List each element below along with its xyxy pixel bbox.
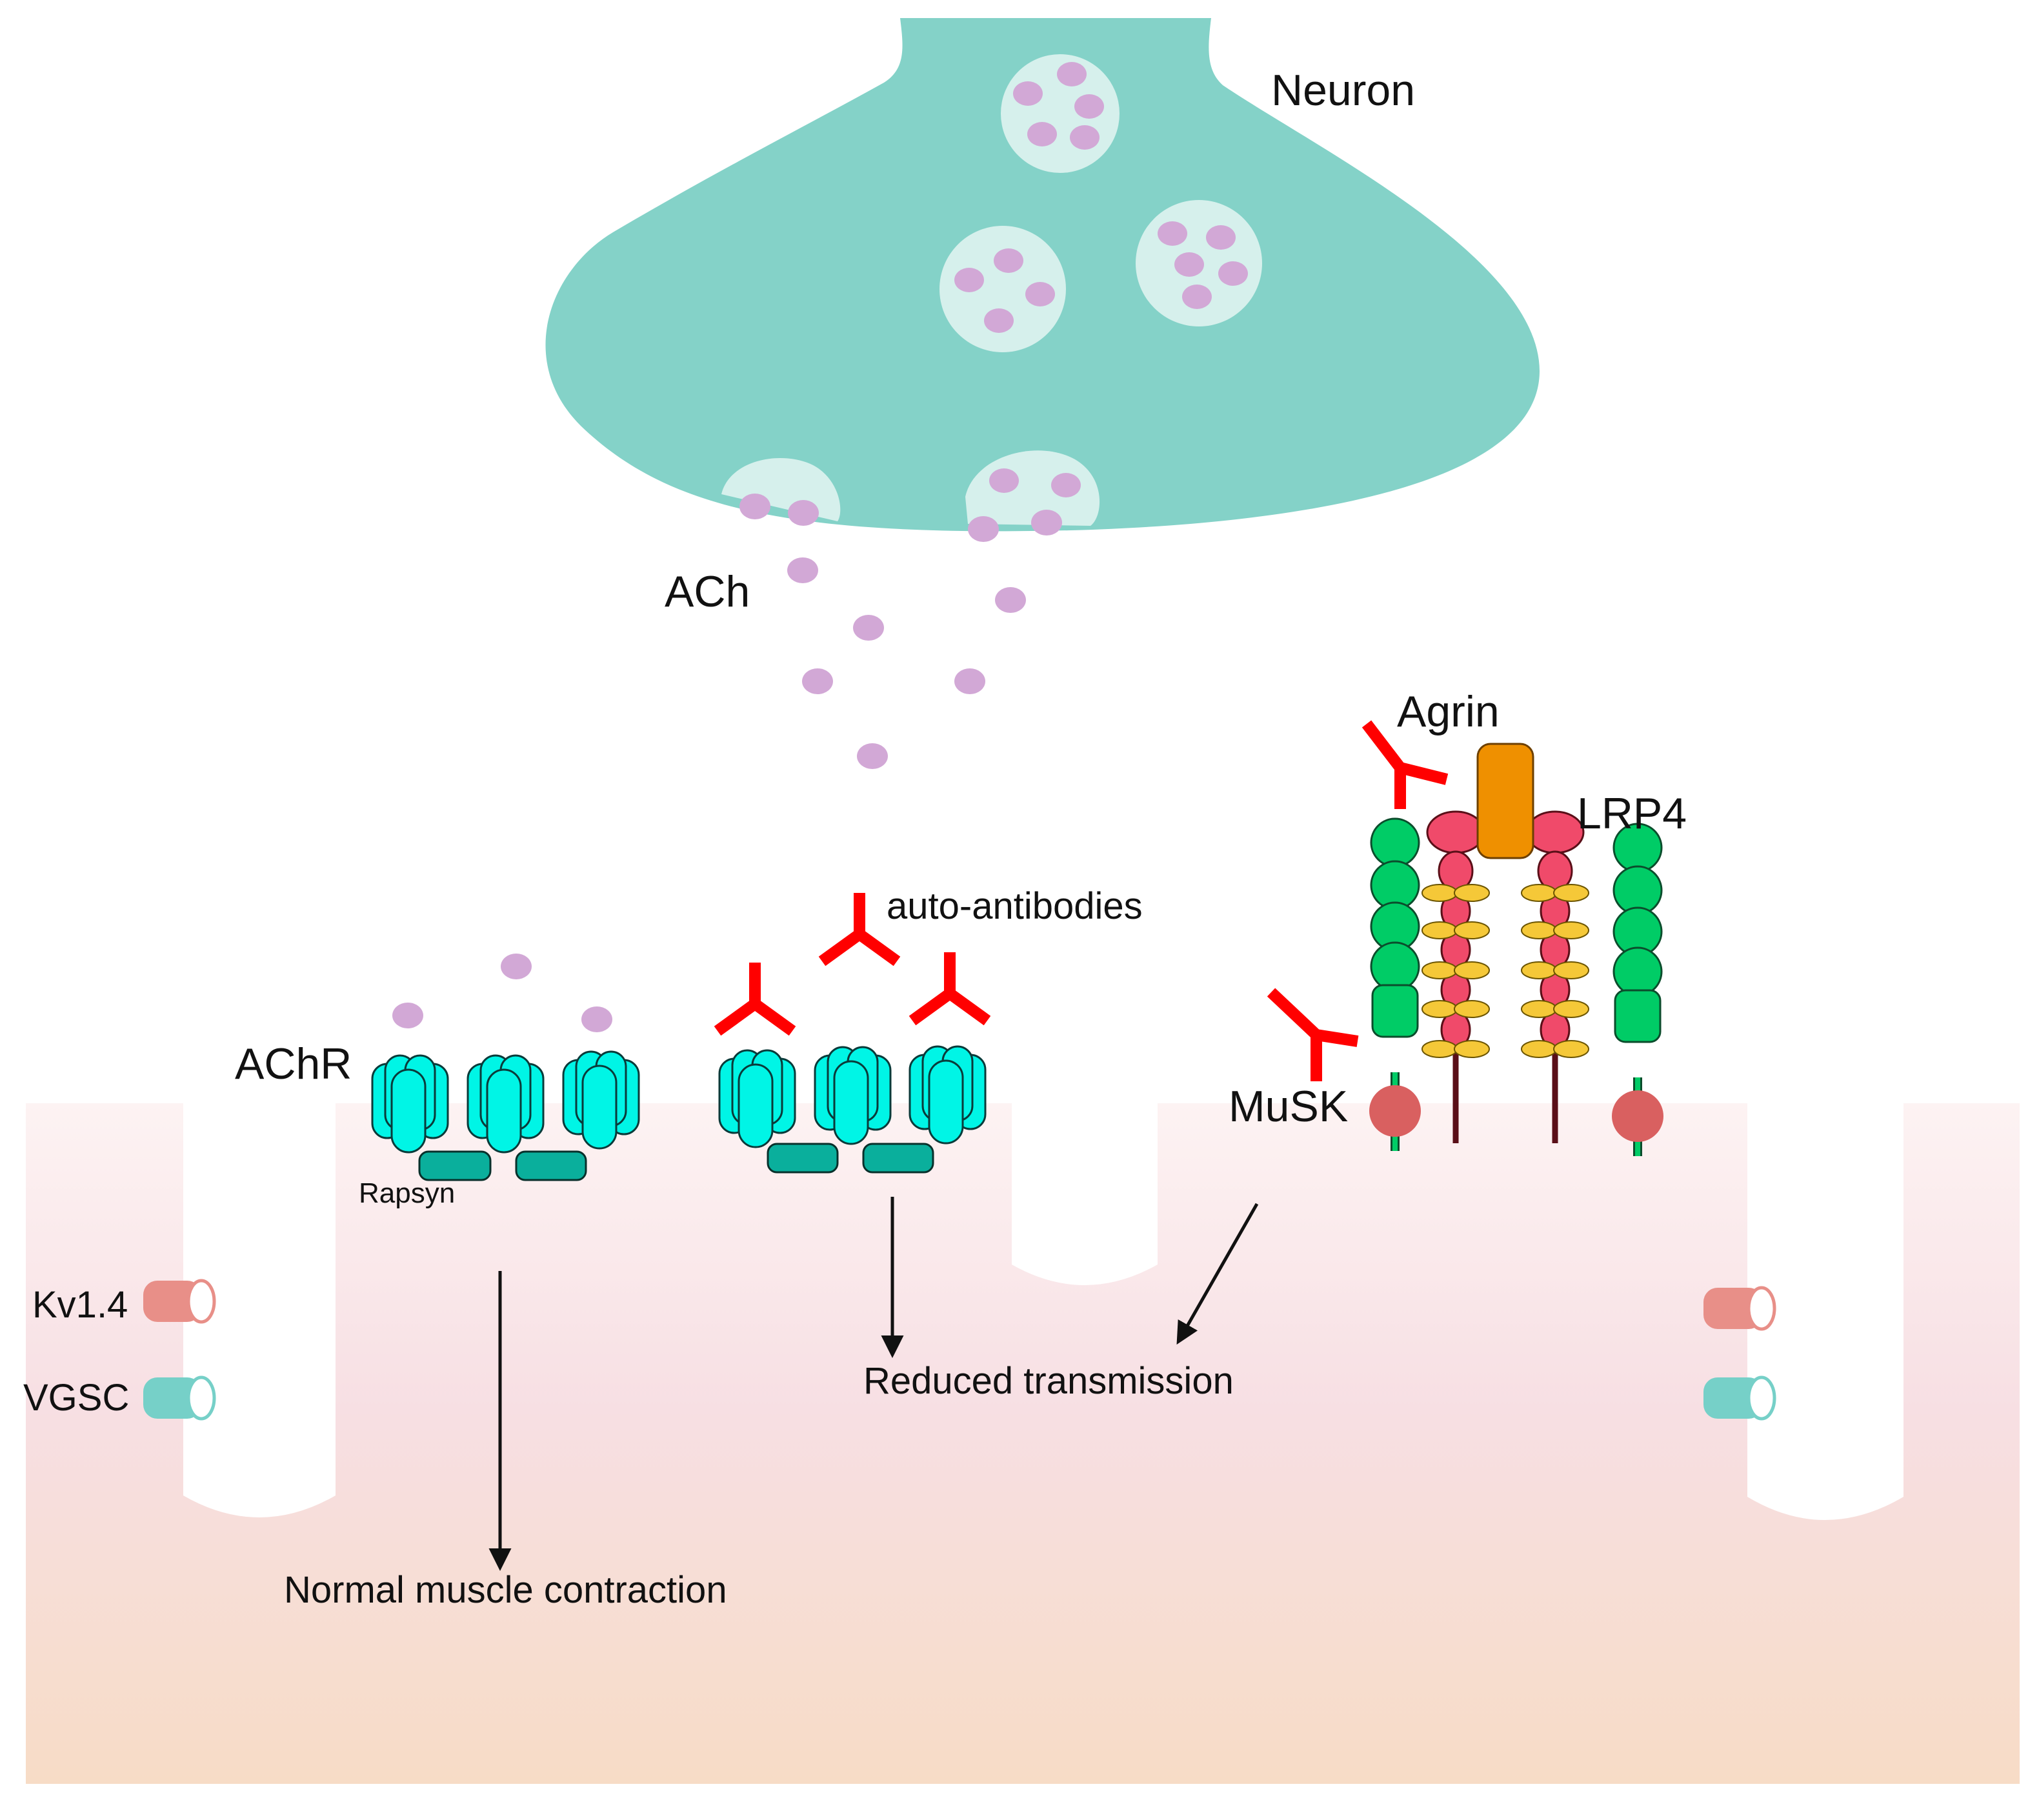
auto-antibodies-label: auto-antibodies bbox=[887, 885, 1143, 927]
agrin bbox=[1476, 743, 1534, 859]
vgsc-label: VGSC bbox=[23, 1377, 129, 1419]
synaptic-vesicle bbox=[1136, 200, 1262, 326]
synaptic-vesicle bbox=[1001, 54, 1120, 173]
rapsyn bbox=[862, 1143, 934, 1174]
musk-lrp4-complex bbox=[1267, 720, 1663, 1156]
rapsyn bbox=[515, 1150, 587, 1181]
rapsyn bbox=[418, 1150, 492, 1181]
achr-receptor bbox=[562, 1050, 640, 1150]
kv14-channel-right bbox=[1703, 1286, 1776, 1331]
arrow-to-reduced-transmission bbox=[1176, 1203, 1259, 1345]
normal-contraction-label: Normal muscle contraction bbox=[284, 1569, 727, 1611]
antibody-icon bbox=[822, 893, 897, 961]
synaptic-vesicle bbox=[939, 226, 1066, 352]
kv14-channel-left bbox=[143, 1279, 216, 1324]
antibody-icon bbox=[912, 952, 987, 1021]
ach-molecules bbox=[392, 494, 1062, 1032]
achr-receptor bbox=[467, 1054, 545, 1154]
muscle-fiber bbox=[26, 1103, 2020, 1784]
vgsc-channel-left bbox=[143, 1375, 216, 1421]
antibody-icon bbox=[1267, 988, 1359, 1081]
neuron-label: Neuron bbox=[1271, 66, 1415, 115]
ach-label: ACh bbox=[665, 567, 750, 616]
antibody-icon bbox=[1361, 720, 1449, 809]
agrin-label: Agrin bbox=[1397, 687, 1500, 736]
vgsc-channel-right bbox=[1703, 1375, 1776, 1421]
lrp4-label: LRP4 bbox=[1577, 789, 1687, 838]
achr-receptor bbox=[814, 1046, 892, 1145]
musk-receptor bbox=[1612, 824, 1663, 1156]
musk-label: MuSK bbox=[1229, 1082, 1348, 1131]
lrp4-receptor bbox=[1422, 812, 1489, 1143]
junctional-fold-middle bbox=[1012, 1103, 1158, 1285]
junctional-fold-left bbox=[183, 1103, 336, 1517]
reduced-transmission-label: Reduced transmission bbox=[863, 1360, 1234, 1402]
kv14-label: Kv1.4 bbox=[32, 1284, 128, 1326]
rapsyn-label: Rapsyn bbox=[359, 1177, 455, 1209]
musk-receptor bbox=[1369, 819, 1421, 1151]
lrp4-receptor bbox=[1522, 812, 1589, 1143]
achr-receptor bbox=[371, 1054, 449, 1154]
neuron-terminal bbox=[545, 18, 1540, 532]
achr-receptor bbox=[909, 1045, 987, 1145]
achr-receptor bbox=[718, 1049, 796, 1148]
achr-cluster-normal bbox=[371, 1050, 640, 1181]
antibody-icon bbox=[718, 963, 792, 1031]
achr-cluster-blocked bbox=[718, 1045, 987, 1174]
rapsyn bbox=[767, 1143, 839, 1174]
junctional-fold-right bbox=[1747, 1103, 1903, 1520]
achr-label: AChR bbox=[235, 1039, 352, 1088]
